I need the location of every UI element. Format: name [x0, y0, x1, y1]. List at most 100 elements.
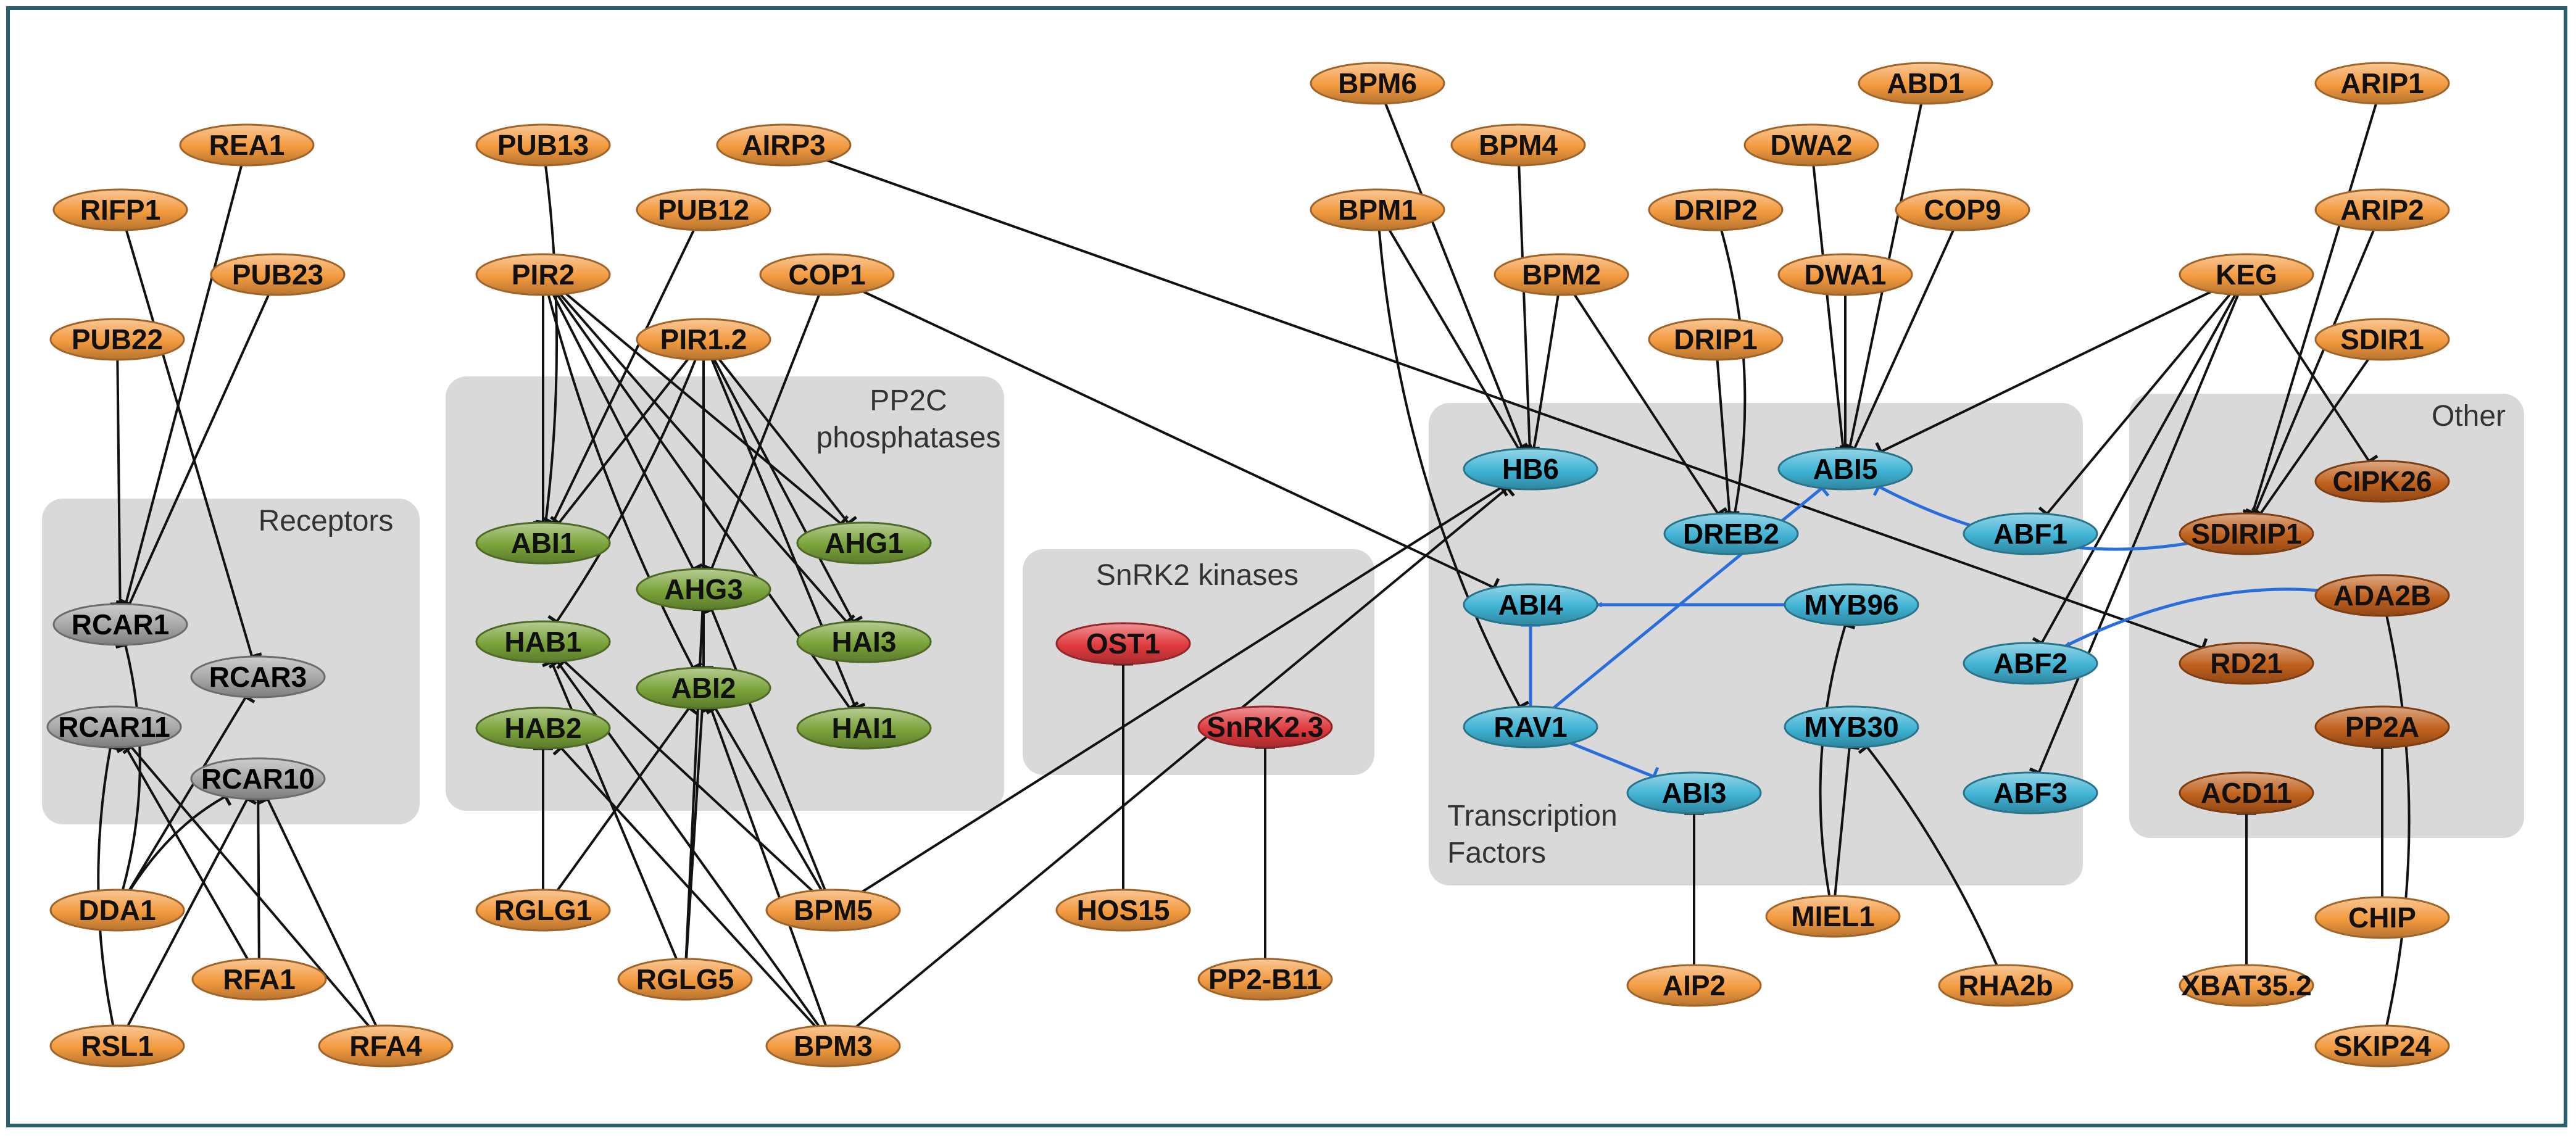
- edge-SKIP24-to-ADA2B: [2385, 615, 2411, 1026]
- node-label: ADA2B: [2333, 579, 2431, 612]
- node-label: ABD1: [1887, 67, 1964, 99]
- node-label: AHG3: [664, 573, 743, 605]
- edge-line: [127, 798, 249, 1027]
- node-label: BPM5: [794, 894, 873, 926]
- edge-line: [855, 487, 1508, 1028]
- node-RGLG5: RGLG5: [617, 958, 753, 1001]
- node-label: BPM2: [1522, 259, 1601, 291]
- node-ABF1: ABF1: [1963, 512, 2098, 555]
- node-OST1: OST1: [1055, 622, 1191, 665]
- node-ellipse: [190, 757, 326, 800]
- node-ABF3: ABF3: [1963, 771, 2098, 815]
- group-label-receptors: Receptors: [259, 505, 394, 537]
- node-ellipse: [1648, 318, 1784, 361]
- node-RD21: RD21: [2179, 642, 2314, 685]
- node-ellipse: [636, 188, 771, 231]
- group-label-pp2c: PP2C: [870, 384, 947, 417]
- node-BPM5: BPM5: [765, 889, 901, 932]
- edge-line: [1716, 359, 1731, 514]
- node-BPM1: BPM1: [1310, 188, 1445, 231]
- edge-line: [1573, 294, 1719, 515]
- node-ellipse: [475, 620, 611, 663]
- node-ellipse: [2179, 964, 2314, 1007]
- node-ellipse: [49, 1024, 185, 1068]
- node-RGLG1: RGLG1: [475, 889, 611, 932]
- node-ellipse: [49, 889, 185, 932]
- edge-line: [826, 159, 2204, 649]
- node-CIPK26: CIPK26: [2314, 460, 2450, 503]
- node-label: PUB13: [497, 129, 589, 161]
- node-HOS15: HOS15: [1055, 889, 1191, 932]
- edge-line: [713, 359, 855, 623]
- edge-line: [2040, 294, 2237, 644]
- group-label-snrk2: SnRK2 kinases: [1096, 559, 1298, 592]
- node-ellipse: [210, 253, 346, 296]
- edge-line: [1532, 294, 1560, 449]
- node-ellipse: [1938, 964, 2074, 1007]
- node-DWA2: DWA2: [1743, 123, 1879, 167]
- node-ellipse: [2314, 62, 2450, 105]
- node-label: BPM3: [794, 1030, 873, 1062]
- node-HAI1: HAI1: [796, 707, 932, 750]
- node-label: RSL1: [81, 1030, 154, 1062]
- node-PP2A: PP2A: [2314, 705, 2450, 748]
- node-RCAR11: RCAR11: [46, 705, 182, 748]
- edge-line: [563, 660, 813, 892]
- node-RAV1: RAV1: [1463, 705, 1598, 748]
- node-RIFP1: RIFP1: [52, 188, 188, 231]
- node-ellipse: [52, 603, 188, 646]
- group-box-other: [2129, 394, 2524, 838]
- node-ellipse: [1310, 62, 1445, 105]
- node-ellipse: [1463, 447, 1598, 491]
- node-HAI3: HAI3: [796, 620, 932, 663]
- edge-line: [718, 358, 850, 524]
- node-label: ABI1: [511, 527, 576, 559]
- node-label: RGLG5: [636, 963, 734, 995]
- node-ellipse: [52, 188, 188, 231]
- edge-line: [2259, 359, 2370, 515]
- edge-line: [710, 609, 826, 890]
- node-label: DWA2: [1771, 129, 1853, 161]
- node-ellipse: [796, 620, 932, 663]
- group-label-pp2c: phosphatases: [816, 421, 1001, 454]
- node-RHA2b: RHA2b: [1938, 964, 2074, 1007]
- node-RFA1: RFA1: [191, 958, 327, 1001]
- node-label: ARIP1: [2340, 67, 2424, 99]
- edge-line: [547, 294, 694, 669]
- node-label: AHG1: [825, 527, 904, 559]
- node-label: DDA1: [78, 894, 156, 926]
- node-label: DRIP1: [1674, 323, 1757, 355]
- node-ellipse: [191, 958, 327, 1001]
- node-ellipse: [716, 123, 852, 167]
- node-ellipse: [1777, 253, 1913, 296]
- node-RSL1: RSL1: [49, 1024, 185, 1068]
- node-label: RCAR10: [201, 763, 315, 795]
- edge-line: [130, 745, 370, 1027]
- node-ellipse: [1310, 188, 1445, 231]
- node-label: RCAR11: [58, 711, 170, 743]
- node-ellipse: [46, 705, 182, 748]
- node-BPM6: BPM6: [1310, 62, 1445, 105]
- node-label: AIP2: [1663, 969, 1726, 1001]
- edge-line: [125, 230, 254, 657]
- node-ABD1: ABD1: [1858, 62, 1993, 105]
- node-PUB22: PUB22: [49, 318, 185, 361]
- node-RFA4: RFA4: [318, 1024, 454, 1068]
- node-ellipse: [2314, 460, 2450, 503]
- node-PP2B11: PP2-B11: [1197, 958, 1333, 1001]
- group-other: Other: [2129, 394, 2524, 838]
- node-ellipse: [1765, 895, 1901, 938]
- node-ellipse: [190, 655, 326, 699]
- node-ellipse: [2179, 771, 2314, 815]
- node-label: ABI4: [1498, 589, 1563, 621]
- edge-ADA2B-to-ABF2: [2064, 587, 2318, 648]
- node-label: HAI1: [832, 712, 897, 744]
- edge-PP2B11-to-SnRK23: [1255, 745, 1275, 959]
- node-ellipse: [318, 1024, 454, 1068]
- node-COP1: COP1: [759, 253, 895, 296]
- edge-line: [128, 294, 270, 605]
- node-label: BPM6: [1338, 67, 1417, 99]
- node-AIP2: AIP2: [1626, 964, 1762, 1007]
- node-HB6: HB6: [1463, 447, 1598, 491]
